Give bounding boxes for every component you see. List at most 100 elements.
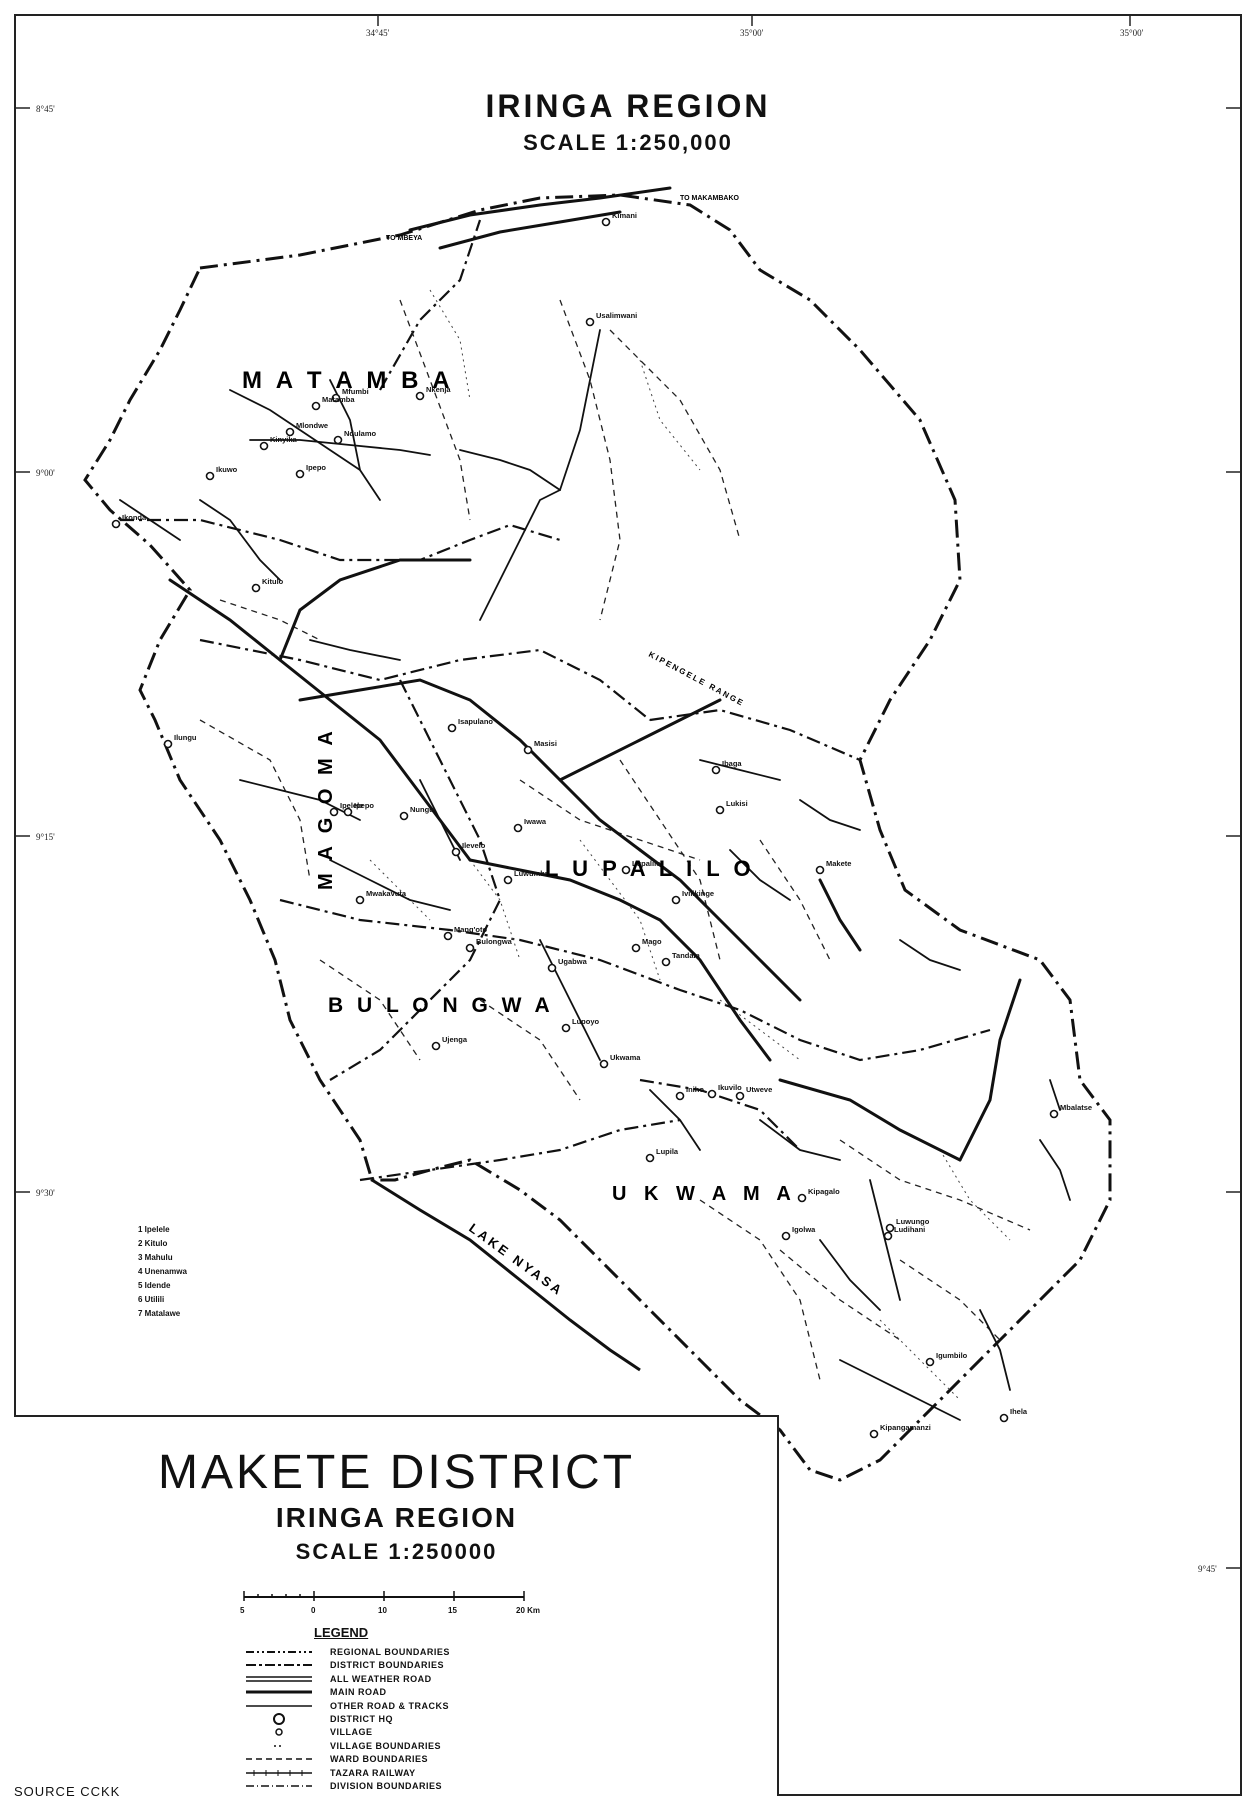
svg-text:9°00': 9°00' <box>36 468 55 478</box>
village-label: Ilungu <box>174 733 197 742</box>
grid-labels: 34°45' 35°00' 35°00' 8°45' 9°00' 9°15' 9… <box>36 28 1217 1574</box>
village-marker <box>631 943 641 953</box>
source-credit: SOURCE CCKK <box>14 1784 121 1799</box>
village-label: Kimani <box>612 211 637 220</box>
village-label: Igolwa <box>792 1225 816 1234</box>
legend-item: ALL WEATHER ROAD <box>244 1672 432 1686</box>
village-marker <box>311 401 321 411</box>
village-marker <box>671 895 681 905</box>
village-label: Kipangamanzi <box>880 1423 931 1432</box>
village-label: Mbalatse <box>1060 1103 1092 1112</box>
village-marker <box>513 823 523 833</box>
legend-label: ALL WEATHER ROAD <box>330 1673 432 1684</box>
district-title: MAKETE DISTRICT <box>157 1446 636 1499</box>
village-label: Matamba <box>322 395 355 404</box>
scale-tick-label: 20 Km <box>516 1606 540 1615</box>
village-label: Usalimwani <box>596 311 637 320</box>
village-marker <box>447 723 457 733</box>
svg-text:34°45': 34°45' <box>366 28 390 38</box>
village-markers <box>111 217 1059 1439</box>
scale-title: SCALE 1:250000 <box>295 1539 498 1564</box>
village-marker <box>715 805 725 815</box>
village-marker <box>333 435 343 445</box>
ward-boundaries <box>199 299 1031 1381</box>
village-label: Ugabwa <box>558 957 588 966</box>
legend-symbol <box>275 1728 283 1737</box>
village-marker <box>465 943 475 953</box>
svg-text:35°00': 35°00' <box>740 28 764 38</box>
scale-tick-label: 5 <box>240 1606 245 1615</box>
district-boundary <box>83 193 1112 1482</box>
legend-label: DISTRICT HQ <box>330 1714 393 1724</box>
village-marker <box>331 393 341 403</box>
legend-item: VILLAGE <box>244 1725 373 1739</box>
legend-label: OTHER ROAD & TRACKS <box>330 1700 449 1711</box>
village-marker <box>561 1023 571 1033</box>
legend-label: DISTRICT BOUNDARIES <box>330 1660 445 1671</box>
village-marker <box>415 391 425 401</box>
village-marker <box>399 811 409 821</box>
village-marker <box>329 807 339 817</box>
village-marker <box>163 739 173 749</box>
village-marker <box>621 865 631 875</box>
village-marker <box>781 1231 791 1241</box>
division-label-ukwama: U K W A M A <box>612 1183 797 1205</box>
village-marker <box>355 895 365 905</box>
legend-item: REGIONAL BOUNDARIES <box>244 1645 450 1659</box>
village-label: Ipepo <box>306 463 326 472</box>
village-label: Utweve <box>746 1085 772 1094</box>
village-marker <box>815 865 825 875</box>
village-label: Ikuwo <box>216 465 238 474</box>
legend-symbol <box>246 1758 312 1760</box>
legend-item: WARD BOUNDARIES <box>244 1752 428 1766</box>
village-marker <box>295 469 305 479</box>
village-marker <box>285 427 295 437</box>
scale-tick-label: 10 <box>378 1606 387 1615</box>
village-label: Luwungo <box>896 1217 930 1226</box>
scale-bar: 5 0 10 15 20 Km <box>240 1591 540 1615</box>
legend-item: DISTRICT BOUNDARIES <box>244 1658 444 1672</box>
village-marker <box>925 1357 935 1367</box>
legend-symbol <box>273 1713 285 1725</box>
legend-label: VILLAGE BOUNDARIES <box>330 1740 442 1751</box>
village-label: Ikuvilo <box>718 1083 742 1092</box>
village-labels: IkuwoKinyikaMlondweMatambaNdulamoIpepoMf… <box>122 211 1092 1432</box>
village-marker <box>259 441 269 451</box>
village-label: Kitulo <box>262 577 284 586</box>
village-marker <box>443 931 453 941</box>
village-marker <box>797 1193 807 1203</box>
svg-text:5 Idende: 5 Idende <box>138 1281 171 1290</box>
legend-item: MAIN ROAD <box>244 1685 387 1699</box>
village-label: Nungu <box>410 805 434 814</box>
legend-symbol <box>246 1785 312 1787</box>
legend-label: WARD BOUNDARIES <box>330 1754 429 1765</box>
village-label: Mlondwe <box>296 421 328 430</box>
main-roads <box>168 186 1022 1162</box>
legend-item: VILLAGE BOUNDARIES <box>244 1739 441 1753</box>
village-label: Masisi <box>534 739 557 748</box>
village-label: Kinyika <box>270 435 298 444</box>
village-label: Tandala <box>672 951 701 960</box>
village-marker <box>869 1429 879 1439</box>
village-marker <box>601 217 611 227</box>
legend-heading: LEGEND <box>314 1625 369 1640</box>
village-label: Ujenga <box>442 1035 468 1044</box>
division-label-bulongwa: B U L O N G W A <box>328 994 554 1017</box>
to-makambako-label: TO MAKAMBAKO <box>680 195 740 202</box>
village-label: Ukwama <box>610 1053 641 1062</box>
village-marker <box>585 317 595 327</box>
village-marker <box>645 1153 655 1163</box>
division-boundaries <box>120 219 991 1182</box>
legend-item: OTHER ROAD & TRACKS <box>244 1699 449 1713</box>
svg-text:1 Ipelele: 1 Ipelele <box>138 1225 170 1234</box>
other-roads <box>119 329 1071 1421</box>
village-marker <box>111 519 121 529</box>
village-label: Ikonda <box>122 513 147 522</box>
numbered-key: 1 Ipelele 2 Kitulo 3 Mahulu 4 Unenamwa 5… <box>138 1225 187 1318</box>
village-marker <box>711 765 721 775</box>
map-scale: SCALE 1:250,000 <box>523 130 733 155</box>
village-label: Kipagalo <box>808 1187 840 1196</box>
legend-symbol <box>246 1704 312 1707</box>
village-marker <box>251 583 261 593</box>
grid-ticks <box>14 14 1242 1569</box>
